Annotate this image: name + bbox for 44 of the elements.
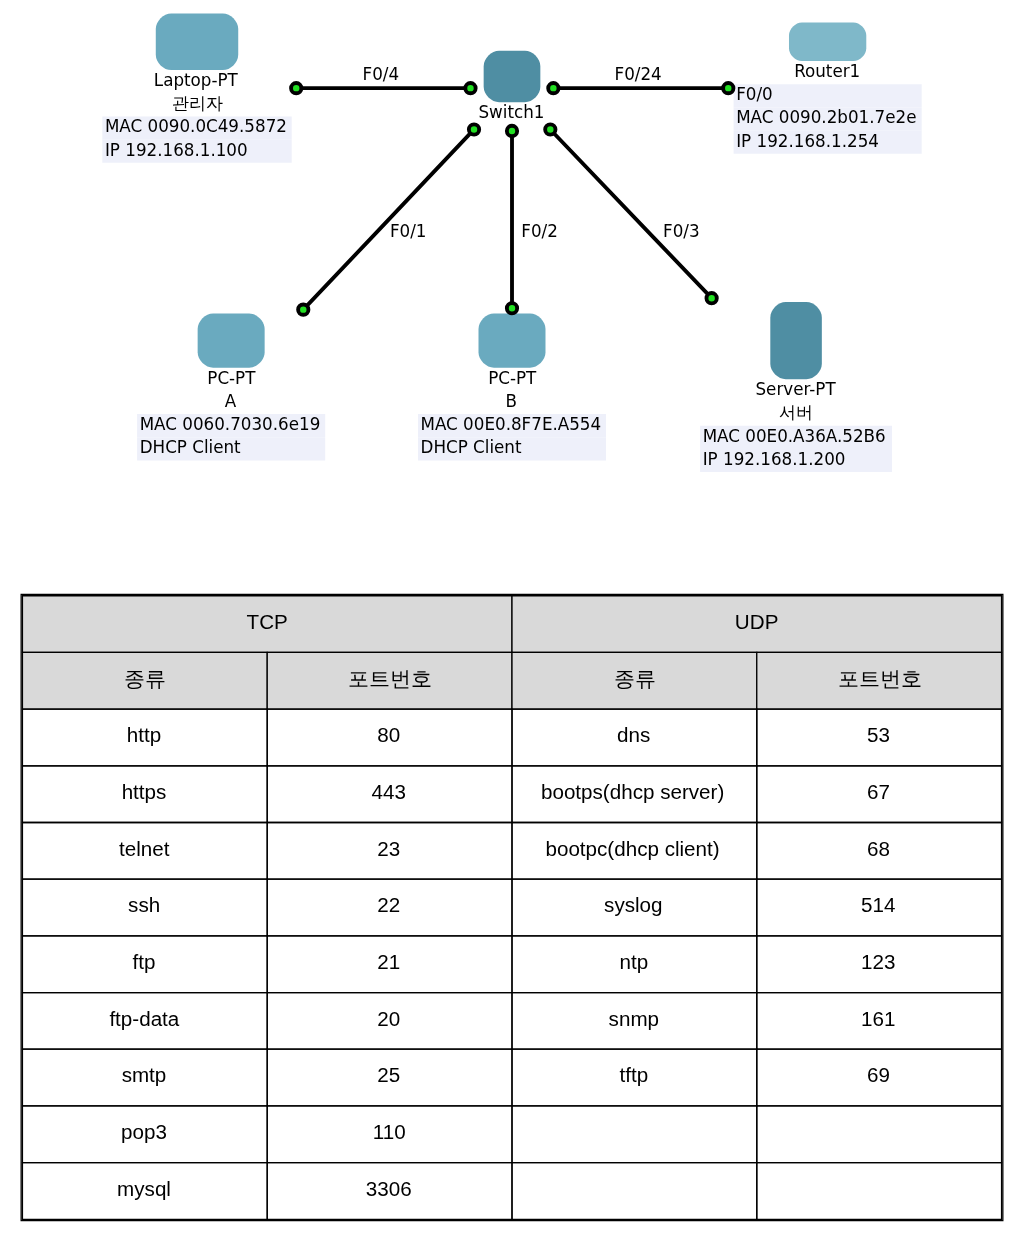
edge-label: F0/4 bbox=[362, 63, 399, 84]
label: ftp-data bbox=[108, 1006, 179, 1030]
node-label: Switch1 bbox=[478, 102, 544, 123]
label: UDP bbox=[734, 609, 778, 633]
label: syslog bbox=[603, 893, 663, 917]
label: pop3 bbox=[120, 1120, 167, 1144]
label: 80 bbox=[376, 723, 400, 747]
edge-label: F0/2 bbox=[520, 220, 558, 241]
label: dns bbox=[616, 723, 650, 747]
label: 514 bbox=[860, 893, 896, 917]
label: ftp bbox=[132, 950, 156, 974]
label: bootps(dhcp server) bbox=[540, 780, 724, 804]
label: ssh bbox=[127, 893, 160, 917]
label: 25 bbox=[376, 1063, 400, 1087]
label: 22 bbox=[376, 893, 400, 917]
label: ntp bbox=[619, 950, 648, 974]
label: 67 bbox=[866, 780, 890, 804]
label: 443 bbox=[371, 780, 406, 804]
label: 23 bbox=[376, 836, 400, 860]
label: tftp bbox=[619, 1063, 648, 1087]
label: http bbox=[126, 723, 161, 747]
label: TCP bbox=[246, 609, 288, 633]
label: 3306 bbox=[365, 1176, 412, 1200]
label: 123 bbox=[860, 950, 896, 974]
edge-label: F0/24 bbox=[614, 63, 662, 84]
label: 종류 bbox=[123, 666, 166, 690]
label: 21 bbox=[376, 950, 400, 974]
label: 110 bbox=[372, 1120, 406, 1144]
edge-label: F0/1 bbox=[389, 220, 426, 241]
label: 69 bbox=[866, 1063, 890, 1087]
edge-label: F0/3 bbox=[662, 220, 700, 241]
label: smtp bbox=[121, 1063, 166, 1087]
label: 종류 bbox=[613, 666, 656, 690]
label: 68 bbox=[866, 836, 890, 860]
label: bootpc(dhcp client) bbox=[545, 836, 720, 860]
label: mysql bbox=[116, 1176, 171, 1200]
label: 53 bbox=[866, 723, 890, 747]
label: 161 bbox=[860, 1006, 896, 1030]
label: 포트번호 bbox=[837, 666, 922, 690]
label: 20 bbox=[376, 1006, 400, 1030]
label: https bbox=[121, 780, 166, 804]
label: snmp bbox=[608, 1006, 659, 1030]
label: 포트번호 bbox=[347, 666, 432, 690]
label: telnet bbox=[118, 836, 169, 860]
